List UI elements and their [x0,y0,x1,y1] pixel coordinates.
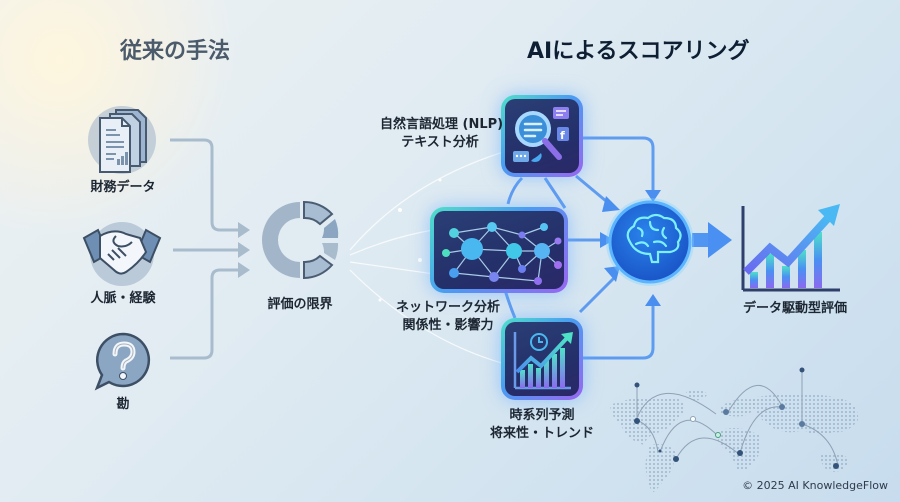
time-series-chart-icon [513,332,573,390]
result-label-limit: 評価の限界 [267,297,333,312]
handshake-icon [82,222,162,286]
network-graph-icon [442,222,562,285]
nlp-search-icon: f [513,107,569,162]
world-map-network [610,367,859,493]
ai-brain-icon [606,198,694,286]
network-label-line2: 関係性・影響力 [402,318,494,333]
broken-donut-icon [262,200,339,280]
nlp-card: f [501,95,583,177]
input-label-intuition: 勘 [116,397,130,412]
growth-chart-icon [741,204,840,292]
time-series-card [501,318,583,400]
nlp-label-line2: テキスト分析 [401,135,479,150]
result-label-data-driven: データ駆動型評価 [742,301,847,316]
input-label-financial: 財務データ [90,180,156,195]
documents-icon [88,106,156,174]
input-label-network: 人脈・経験 [90,291,156,306]
left-section-title: 従来の手法 [120,39,231,64]
svg-text:f: f [560,129,565,142]
copyright-text: © 2025 AI KnowledgeFlow [742,479,888,492]
right-section-title: AIによるスコアリング [527,39,750,64]
nlp-label-line1: 自然言語処理 (NLP) [380,117,504,132]
time-series-label-line2: 将来性・トレンド [489,426,594,441]
network-label-line1: ネットワーク分析 [395,300,500,315]
time-series-label-line1: 時系列予測 [509,408,575,423]
question-bubble-icon [94,332,151,391]
network-card [430,207,568,293]
